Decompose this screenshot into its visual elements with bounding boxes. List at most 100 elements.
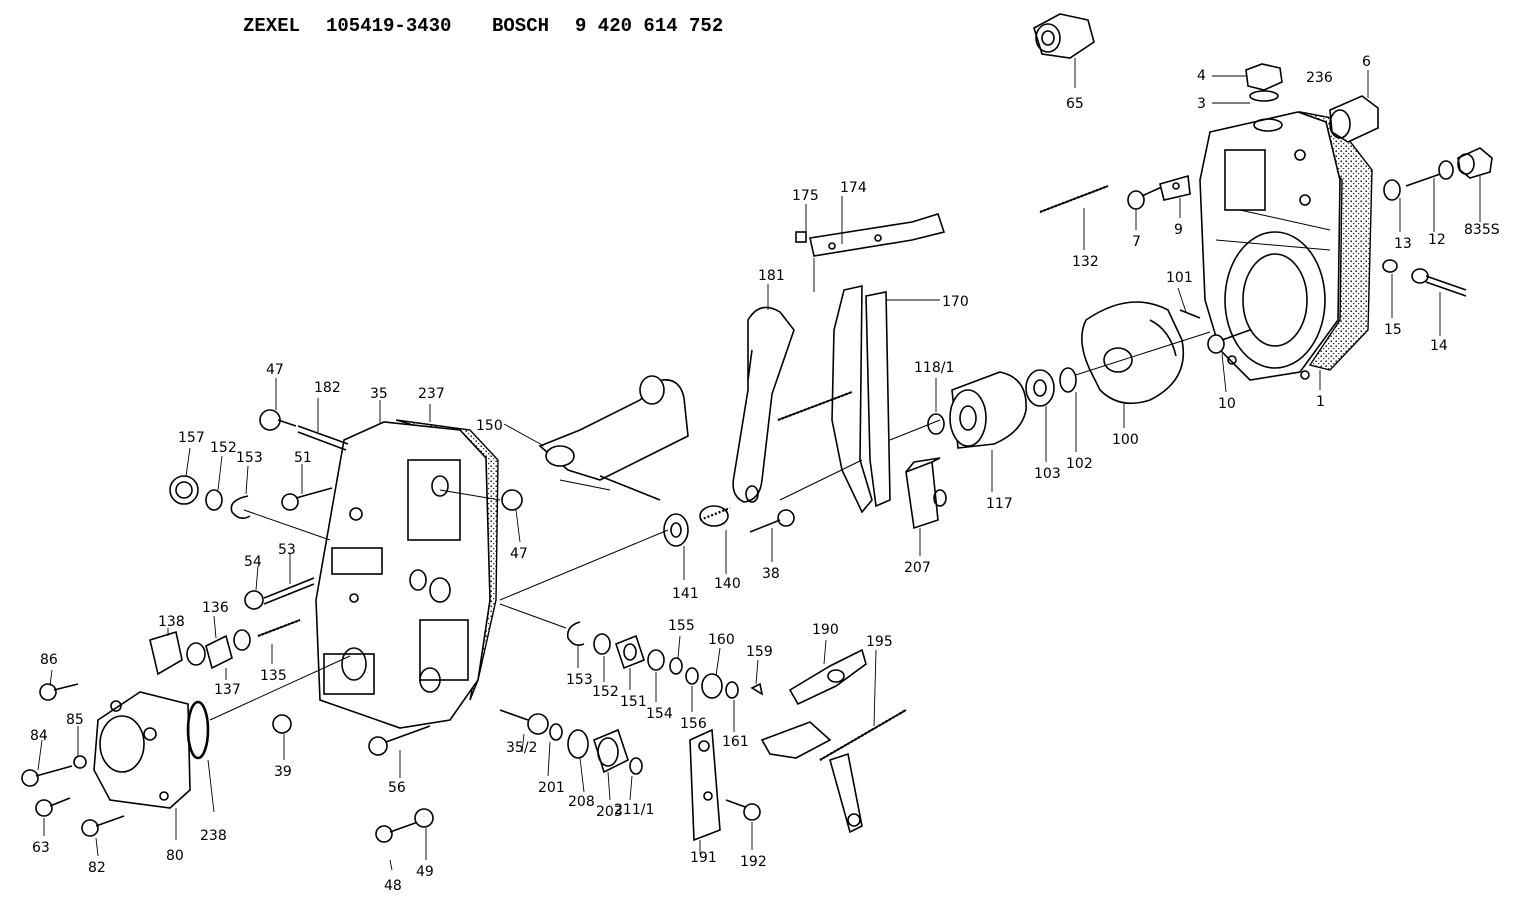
part-155-washer bbox=[669, 635, 683, 675]
header-zexel-code: 105419-3430 bbox=[326, 15, 451, 37]
part-208-washer bbox=[567, 729, 589, 793]
header-bosch-code: 9 420 614 752 bbox=[575, 15, 723, 37]
part-47-screw-top bbox=[259, 378, 297, 431]
label-6: 6 bbox=[1362, 54, 1371, 70]
part-35-governor-cover bbox=[315, 400, 499, 729]
part-1-housing bbox=[1199, 111, 1373, 390]
part-85-washer bbox=[73, 726, 87, 769]
label-80: 80 bbox=[166, 848, 184, 864]
label-53: 53 bbox=[278, 542, 296, 558]
label-132: 132 bbox=[1072, 254, 1099, 270]
part-150-shaft bbox=[503, 375, 689, 501]
part-160-roller bbox=[701, 647, 723, 699]
label-141: 141 bbox=[672, 586, 699, 602]
part-136-nut bbox=[186, 615, 233, 670]
part-6-plug bbox=[1329, 70, 1379, 143]
label-155: 155 bbox=[668, 618, 695, 634]
part-135-screw bbox=[257, 618, 301, 664]
part-117-sleeve bbox=[949, 371, 1027, 492]
part-138-cap bbox=[149, 628, 183, 676]
part-153-clip-right bbox=[566, 621, 585, 668]
label-140: 140 bbox=[714, 576, 741, 592]
part-spring-on-170 bbox=[777, 390, 853, 422]
part-38-screw bbox=[749, 509, 795, 562]
label-51: 51 bbox=[294, 450, 312, 466]
label-835s: 835S bbox=[1464, 222, 1500, 238]
label-4: 4 bbox=[1197, 68, 1206, 84]
label-195: 195 bbox=[866, 634, 893, 650]
part-174-lever bbox=[809, 196, 946, 292]
label-135: 135 bbox=[260, 668, 287, 684]
part-207-bracket bbox=[905, 457, 947, 556]
part-118-washer bbox=[927, 378, 945, 435]
label-1: 1 bbox=[1316, 394, 1325, 410]
label-100: 100 bbox=[1112, 432, 1139, 448]
part-201-ring bbox=[547, 723, 563, 777]
part-65-nut bbox=[1033, 13, 1095, 88]
label-118-1: 118/1 bbox=[914, 360, 954, 376]
label-161: 161 bbox=[722, 734, 749, 750]
label-138: 138 bbox=[158, 614, 185, 630]
label-238: 238 bbox=[200, 828, 227, 844]
header-brand-zexel: ZEXEL bbox=[243, 15, 300, 37]
part-51-bolt bbox=[281, 464, 333, 511]
part-203-bushing bbox=[593, 728, 629, 801]
label-157: 157 bbox=[178, 430, 205, 446]
part-9-bracket bbox=[1159, 174, 1191, 218]
label-156: 156 bbox=[680, 716, 707, 732]
part-156-washer bbox=[685, 667, 699, 712]
label-211-1: 211/1 bbox=[614, 802, 654, 818]
label-49: 49 bbox=[416, 864, 434, 880]
label-117: 117 bbox=[986, 496, 1013, 512]
label-170: 170 bbox=[942, 294, 969, 310]
part-190-lever bbox=[788, 639, 867, 706]
label-208: 208 bbox=[568, 794, 595, 810]
part-141-seal bbox=[663, 513, 689, 580]
label-174: 174 bbox=[840, 180, 867, 196]
label-85: 85 bbox=[66, 712, 84, 728]
part-835s-cap bbox=[1457, 147, 1493, 222]
part-4-plug bbox=[1212, 63, 1283, 104]
label-137: 137 bbox=[214, 682, 241, 698]
part-13-nut bbox=[1383, 179, 1401, 232]
part-100-flyweights bbox=[1059, 301, 1211, 428]
part-137-washer bbox=[225, 629, 251, 680]
label-154: 154 bbox=[646, 706, 673, 722]
part-80-cover bbox=[93, 691, 191, 840]
part-63-bolt bbox=[35, 797, 71, 836]
label-101: 101 bbox=[1166, 270, 1193, 286]
part-157-cap bbox=[169, 447, 199, 505]
label-175: 175 bbox=[792, 188, 819, 204]
part-47-screw-mid bbox=[501, 489, 523, 543]
part-7-screw bbox=[1127, 185, 1165, 230]
callout-labels: 65 4 3 236 6 132 7 9 13 12 835S 175 174 … bbox=[30, 54, 1500, 894]
part-238-oring bbox=[186, 700, 215, 813]
part-35-2-screw bbox=[499, 709, 549, 753]
label-190: 190 bbox=[812, 622, 839, 638]
label-151: 151 bbox=[620, 694, 647, 710]
part-132-spring bbox=[1039, 184, 1109, 250]
label-201: 201 bbox=[538, 780, 565, 796]
label-236: 236 bbox=[1306, 70, 1333, 86]
label-152-left: 152 bbox=[210, 440, 237, 456]
part-181-link bbox=[732, 284, 795, 503]
label-3: 3 bbox=[1197, 96, 1206, 112]
label-150: 150 bbox=[476, 418, 503, 434]
part-161-washer bbox=[725, 681, 739, 732]
label-82: 82 bbox=[88, 860, 106, 876]
label-103: 103 bbox=[1034, 466, 1061, 482]
label-159: 159 bbox=[746, 644, 773, 660]
part-84-bolt bbox=[21, 739, 73, 787]
part-86-bolt bbox=[39, 669, 79, 701]
part-53-screw bbox=[263, 554, 315, 605]
label-102: 102 bbox=[1066, 456, 1093, 472]
part-192-screw bbox=[725, 799, 761, 850]
part-195-spring-lever bbox=[760, 649, 907, 834]
part-152-oring bbox=[205, 455, 223, 511]
label-160: 160 bbox=[708, 632, 735, 648]
label-35: 35 bbox=[370, 386, 388, 402]
part-153-clip bbox=[230, 465, 251, 520]
label-65: 65 bbox=[1066, 96, 1084, 112]
part-54-nut bbox=[244, 565, 264, 610]
